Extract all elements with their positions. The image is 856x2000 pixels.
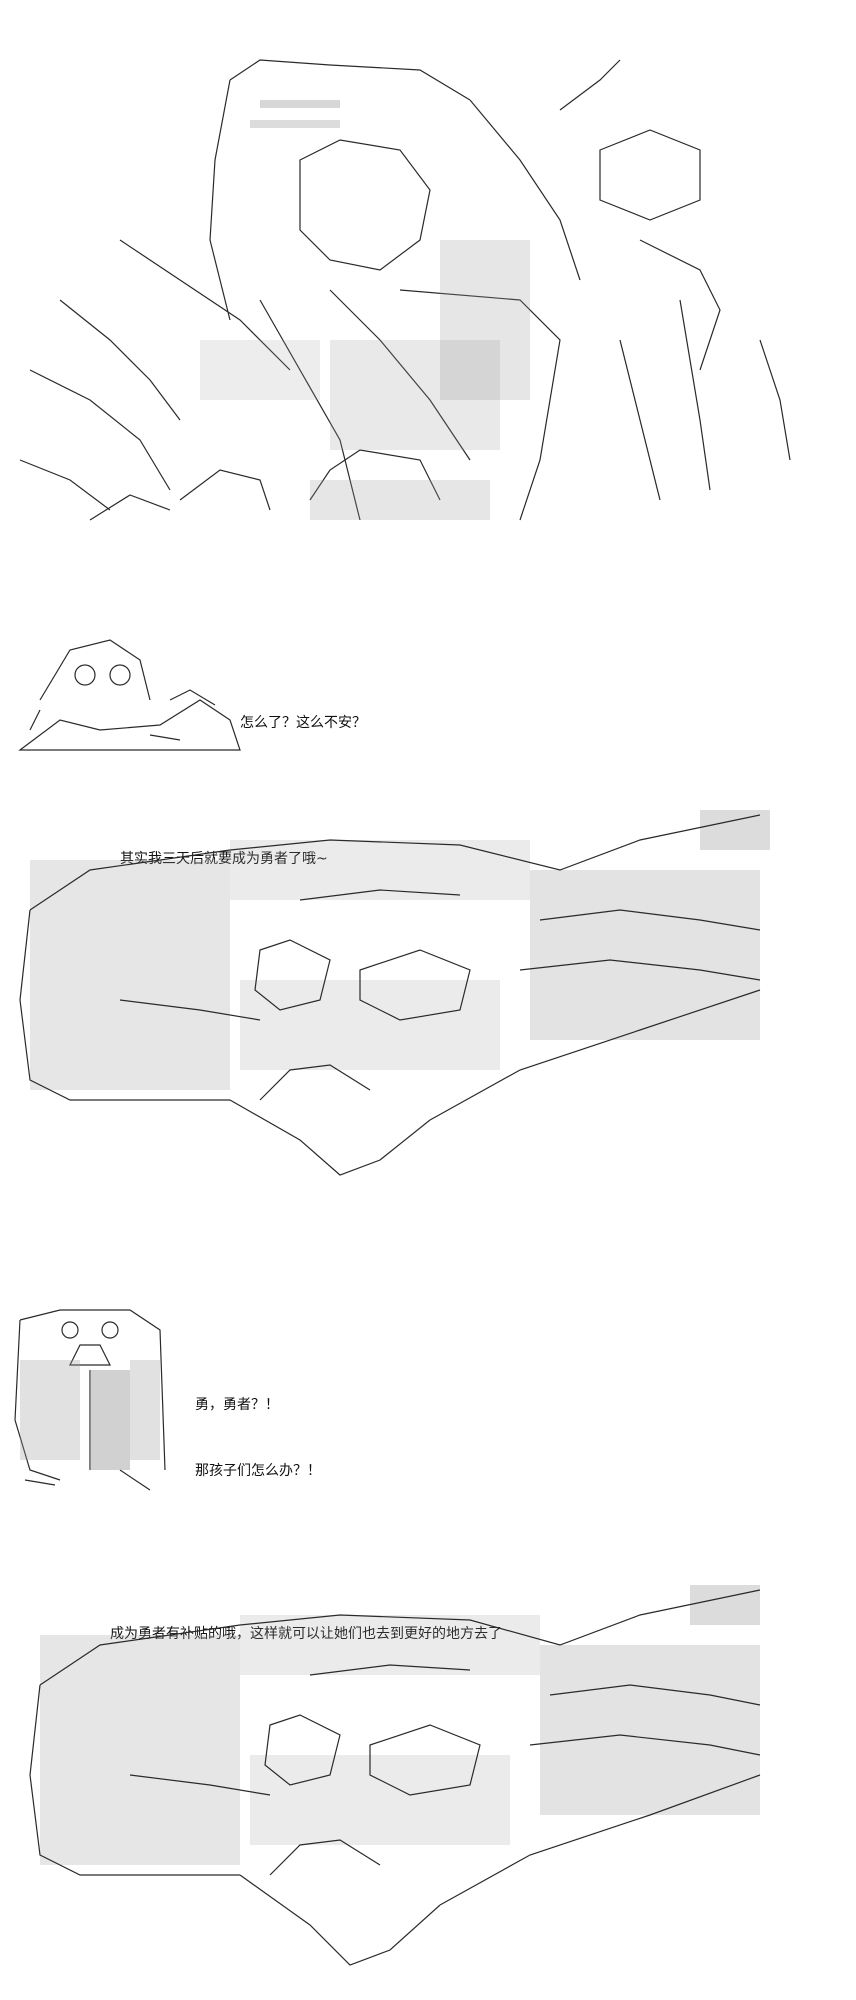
dialogue-line: 那孩子们怎么办？！: [195, 1463, 321, 1479]
panel-3: 其实我三天后就要成为勇者了哦~: [0, 800, 856, 1200]
panel-5: 成为勇者有补贴的哦，这样就可以让她们也去到更好的地方去了: [0, 1575, 856, 1995]
dialogue-text: 勇，勇者？！ 那孩子们怎么办？！: [195, 1350, 321, 1500]
dialogue-line: 其实我三天后就要成为勇者了哦~: [120, 851, 328, 867]
panel-4: 勇，勇者？！ 那孩子们怎么办？！: [0, 1300, 856, 1500]
panel-1: [0, 40, 856, 540]
ascii-art-standing-figure: [14, 1309, 166, 1491]
dialogue-line: 勇，勇者？！: [195, 1397, 279, 1413]
dialogue-line: 怎么了？这么不安？: [240, 715, 366, 731]
dialogue-text: 怎么了？这么不安？: [240, 668, 366, 760]
ascii-art-lying-figure: [19, 810, 770, 1176]
dialogue-text: 其实我三天后就要成为勇者了哦~: [120, 804, 328, 914]
panel-2: 怎么了？这么不安？: [0, 620, 856, 760]
ascii-art-lying-figure-repeat: [29, 1585, 761, 1966]
ascii-art-chibi-character: [18, 639, 241, 751]
ascii-art-figure-raising-arm: [19, 59, 791, 521]
